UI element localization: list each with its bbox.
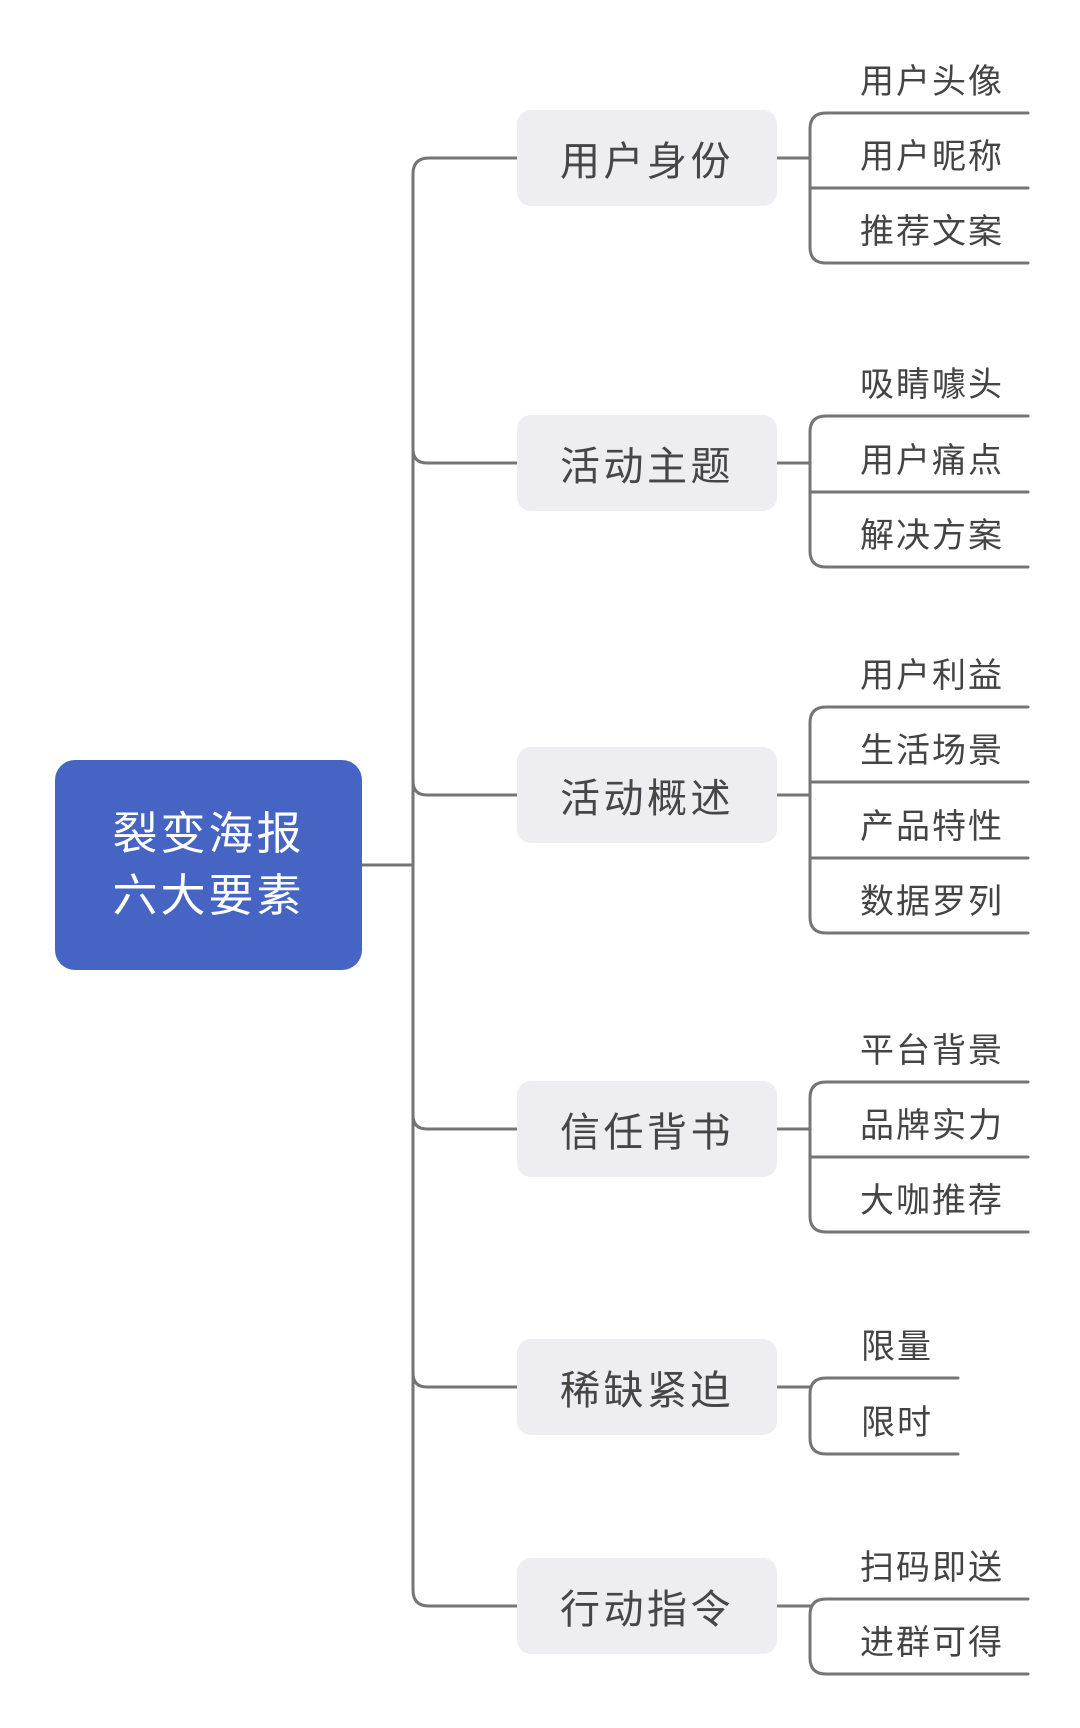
leaf-node-scan-code-gift: 扫码即送 xyxy=(860,1548,1004,1587)
root-label-line2: 六大要素 xyxy=(112,870,305,921)
leaf-node-user-pain-point: 用户痛点 xyxy=(860,441,1004,480)
root-label-line1: 裂变海报 xyxy=(112,808,305,859)
leaf-group-5-lines xyxy=(775,1376,960,1456)
leaf-node-user-avatar: 用户头像 xyxy=(860,62,1004,101)
leaf-group-3-lines xyxy=(775,705,1030,935)
leaf-node-eye-catching-gimmick: 吸睛噱头 xyxy=(860,365,1004,404)
trunk-line xyxy=(360,156,519,1608)
leaf-node-user-benefit: 用户利益 xyxy=(860,656,1004,695)
branch-node-scarcity-urgency: 稀缺紧迫 xyxy=(517,1339,777,1435)
leaf-node-product-feature: 产品特性 xyxy=(860,807,1004,846)
branch-node-trust-endorsement: 信任背书 xyxy=(517,1081,777,1177)
leaf-node-solution: 解决方案 xyxy=(860,516,1004,555)
leaf-group-4-lines xyxy=(775,1080,1030,1234)
leaf-group-2-lines xyxy=(775,414,1030,569)
branch-node-activity-overview: 活动概述 xyxy=(517,747,777,843)
leaf-node-life-scene: 生活场景 xyxy=(860,731,1004,770)
leaf-node-join-group-gain: 进群可得 xyxy=(860,1623,1004,1662)
leaf-group-1-lines xyxy=(775,111,1030,265)
branch-node-activity-theme: 活动主题 xyxy=(517,415,777,511)
branch-node-action-command: 行动指令 xyxy=(517,1558,777,1654)
leaf-node-kol-recommendation: 大咖推荐 xyxy=(860,1181,1004,1220)
root-node: 裂变海报 六大要素 xyxy=(55,760,362,970)
leaf-node-data-listing: 数据罗列 xyxy=(860,882,1004,921)
leaf-node-user-nickname: 用户昵称 xyxy=(860,137,1004,176)
leaf-node-limited-quantity: 限量 xyxy=(861,1327,933,1366)
leaf-node-recommend-copy: 推荐文案 xyxy=(860,212,1004,251)
leaf-group-6-lines xyxy=(775,1597,1030,1676)
leaf-node-brand-strength: 品牌实力 xyxy=(860,1106,1004,1145)
leaf-node-platform-background: 平台背景 xyxy=(860,1031,1004,1070)
branch-node-user-identity: 用户身份 xyxy=(517,110,777,206)
leaf-node-limited-time: 限时 xyxy=(861,1403,933,1442)
